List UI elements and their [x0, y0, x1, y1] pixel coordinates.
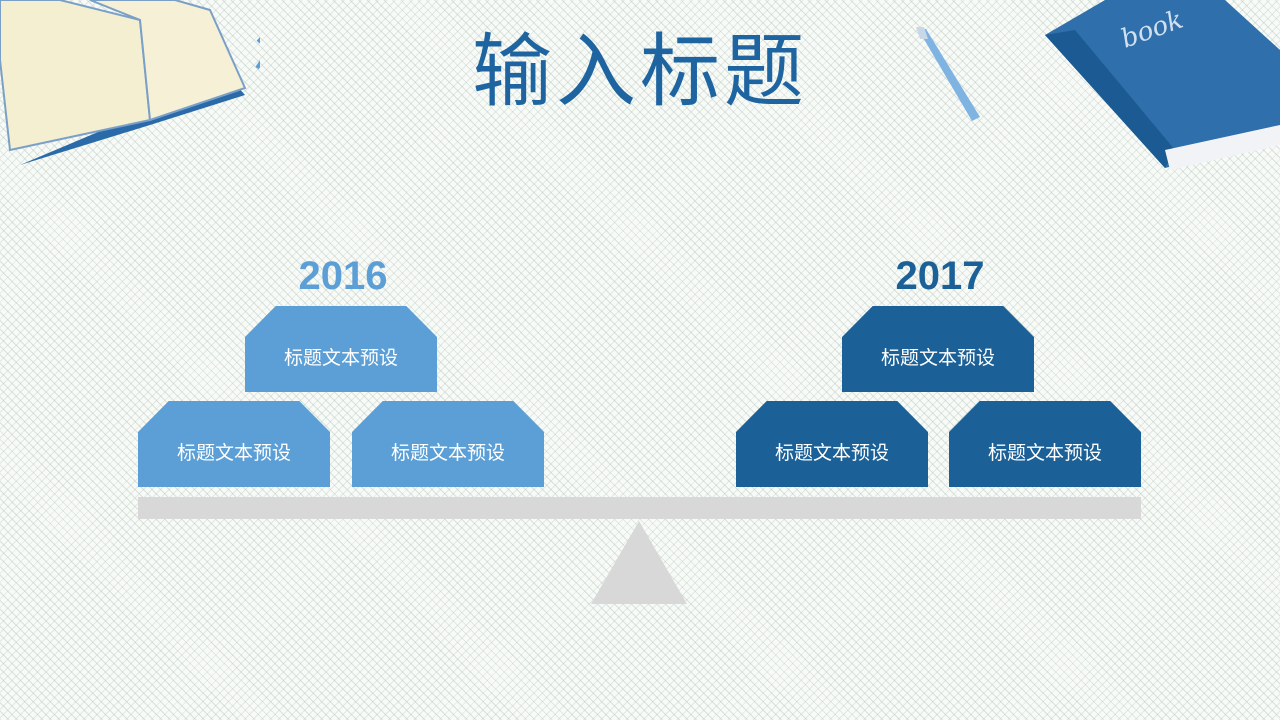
slide-title: 输入标题 [472, 25, 808, 118]
balance-beam [138, 497, 1141, 519]
year-label-2017: 2017 [895, 254, 985, 298]
left-bottom-left-block: 标题文本预设 [138, 401, 330, 487]
right-top-block: 标题文本预设 [842, 306, 1034, 392]
balance-fulcrum [591, 521, 687, 604]
open-book-icon [0, 0, 260, 165]
right-bottom-left-block: 标题文本预设 [736, 401, 928, 487]
right-bottom-right-block: 标题文本预设 [949, 401, 1141, 487]
left-bottom-right-block: 标题文本预设 [352, 401, 544, 487]
pen-icon [916, 27, 980, 121]
closed-book-icon: book [1045, 0, 1280, 170]
left-top-block: 标题文本预设 [245, 306, 437, 392]
year-label-2016: 2016 [298, 254, 388, 298]
